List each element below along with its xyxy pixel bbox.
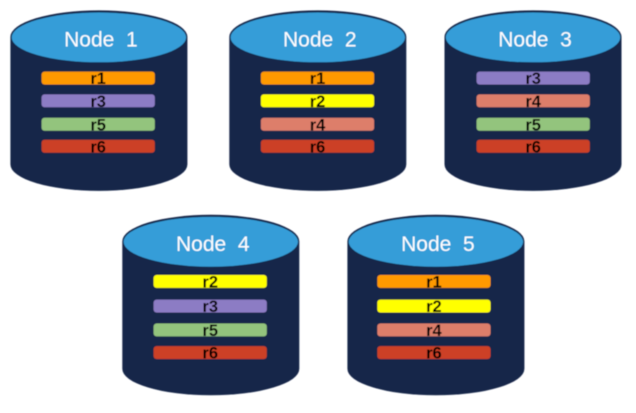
svg-text:Node 4: Node 4 xyxy=(176,233,250,256)
svg-text:r2: r2 xyxy=(202,274,218,292)
svg-text:r2: r2 xyxy=(310,93,326,111)
svg-text:r6: r6 xyxy=(525,138,541,156)
svg-text:r1: r1 xyxy=(310,70,326,88)
svg-text:r2: r2 xyxy=(426,298,442,316)
svg-text:r1: r1 xyxy=(90,70,106,88)
svg-text:r6: r6 xyxy=(90,138,106,156)
svg-text:r3: r3 xyxy=(202,298,218,316)
svg-text:Node 2: Node 2 xyxy=(283,29,357,52)
svg-text:Node 1: Node 1 xyxy=(64,29,138,52)
svg-text:Node 5: Node 5 xyxy=(401,233,475,256)
svg-text:r1: r1 xyxy=(426,274,442,292)
svg-text:r3: r3 xyxy=(90,93,106,111)
svg-text:r5: r5 xyxy=(202,322,218,340)
svg-text:r6: r6 xyxy=(202,345,218,363)
svg-text:r5: r5 xyxy=(90,116,106,134)
svg-text:r6: r6 xyxy=(310,138,326,156)
svg-text:Node 3: Node 3 xyxy=(498,29,572,52)
svg-text:r3: r3 xyxy=(525,70,541,88)
svg-text:r4: r4 xyxy=(525,93,541,111)
svg-text:r6: r6 xyxy=(426,345,442,363)
svg-text:r4: r4 xyxy=(426,322,442,340)
svg-text:r5: r5 xyxy=(525,116,541,134)
svg-text:r4: r4 xyxy=(310,116,326,134)
